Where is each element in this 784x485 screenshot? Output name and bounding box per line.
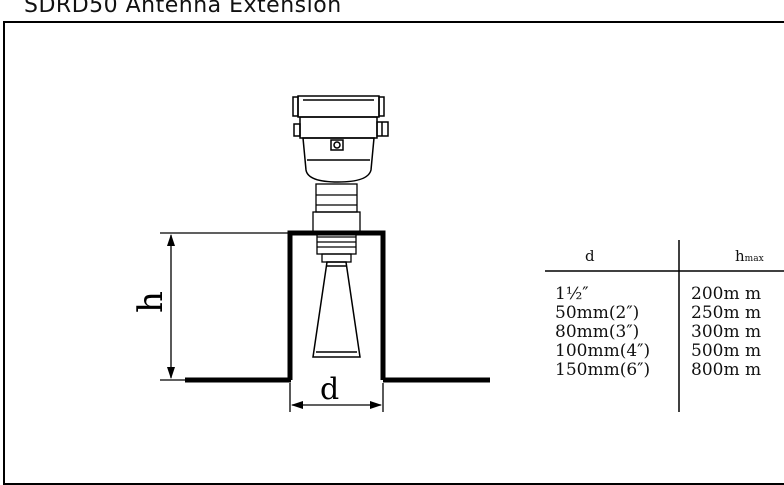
dimension-d (289, 383, 384, 412)
antenna-extension-drawing (160, 95, 784, 412)
table-cell-hmax: 500m m (691, 341, 762, 361)
table-cell-d: 50mm(2″) (555, 303, 640, 323)
threaded-neck (312, 183, 361, 263)
nozzle-pipe (287, 230, 386, 380)
table-cell-d: 1½″ (555, 284, 589, 304)
table-header-h-text: h (735, 247, 745, 265)
table-header-h-sub: max (744, 254, 764, 264)
table-column-d: 1½″ 50mm(2″) 80mm(3″) 100mm(4″) 150mm(6″… (555, 285, 650, 380)
table-cell-d: 80mm(3″) (555, 322, 640, 342)
dimension-h-label: h (131, 291, 171, 313)
transmitter-housing (292, 95, 389, 183)
table-cell-d: 100mm(4″) (555, 341, 651, 361)
dimension-h (160, 232, 290, 381)
table-cell-hmax: 800m m (691, 360, 762, 380)
antenna-horn (312, 261, 361, 358)
page-title: SDRD50 Antenna Extension (24, 0, 342, 18)
table-cell-hmax: 300m m (691, 322, 762, 342)
table-cell-hmax: 250m m (691, 303, 762, 323)
table-cell-d: 150mm(6″) (555, 360, 651, 380)
table-header-hmax: hmax (735, 247, 764, 265)
table-header-d: d (585, 247, 595, 265)
dimension-d-label: d (320, 372, 340, 407)
table-column-hmax: 200m m 250m m 300m m 500m m 800m m (691, 285, 761, 380)
table-cell-hmax: 200m m (691, 284, 762, 304)
